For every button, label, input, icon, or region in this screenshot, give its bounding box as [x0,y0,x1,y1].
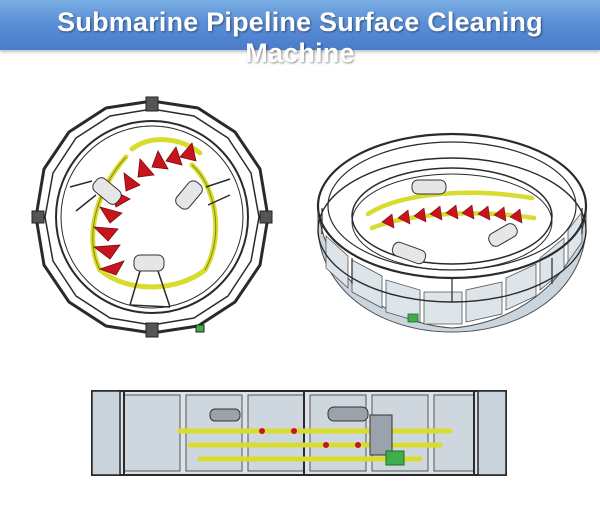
inner-ring [55,120,249,314]
slide-title: Submarine Pipeline Surface Cleaning Mach… [57,7,543,68]
isometric-view-drawing [316,132,588,333]
side-view-drawing [91,390,507,476]
iso-glass-panels [325,210,583,325]
iso-roller-units [391,179,518,265]
side-motor [385,450,405,466]
guide-rail-outline [92,156,217,271]
title-bar: Submarine Pipeline Surface Cleaning Mach… [0,0,600,68]
roller-units [92,177,203,272]
side-roller-units [209,406,393,456]
side-guide-rails [177,428,453,462]
front-view-drawing [31,96,273,338]
side-end-caps [91,390,507,476]
support-arms [69,178,231,308]
iso-inner-ring [351,167,553,271]
iso-frame-posts [321,208,583,302]
iso-brush-teeth [381,204,523,229]
side-brush-teeth [259,428,361,448]
outer-frame [34,99,270,335]
frame-brackets [31,96,273,338]
iso-motor [407,313,419,323]
